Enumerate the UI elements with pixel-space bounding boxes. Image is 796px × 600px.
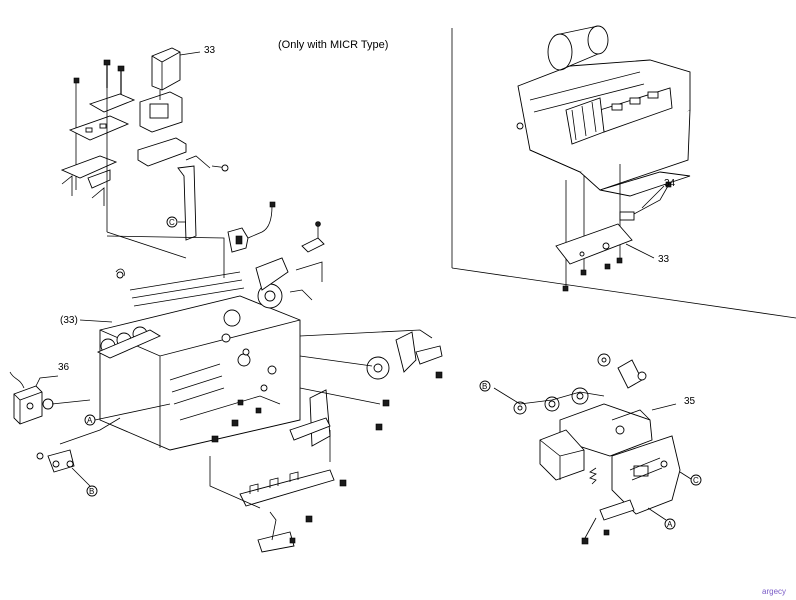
- callout-36: 36: [58, 362, 70, 373]
- callout-35: 35: [684, 396, 696, 407]
- callout-33-paren: (33): [60, 315, 78, 326]
- ref-a-right-circle: [664, 518, 676, 530]
- motor-assembly: [9, 371, 121, 487]
- paper-feed-assembly: [493, 353, 681, 545]
- printer-overview: [516, 25, 691, 292]
- callout-33-top: 33: [204, 45, 216, 56]
- main-printer-mechanism: [96, 201, 443, 553]
- section-divider: [451, 28, 796, 319]
- callout-34: 34: [664, 178, 676, 189]
- micr-head-assembly: C: [60, 47, 229, 259]
- ref-a-left: A: [87, 416, 93, 425]
- ref-a-right: A: [667, 520, 673, 529]
- ref-c-right: C: [693, 476, 699, 485]
- ref-b-left-circle: [86, 485, 98, 497]
- micr-type-note: (Only with MICR Type): [278, 39, 388, 51]
- ref-b-right: B: [482, 382, 487, 391]
- ref-c-left: C: [169, 218, 175, 227]
- ref-b-right-circle: [479, 380, 491, 392]
- ref-c-right-circle: [690, 474, 702, 486]
- gear-icon: [223, 283, 283, 367]
- watermark: argecy: [762, 587, 786, 596]
- callout-33-right: 33: [658, 254, 670, 265]
- ref-b-left: B: [89, 487, 94, 496]
